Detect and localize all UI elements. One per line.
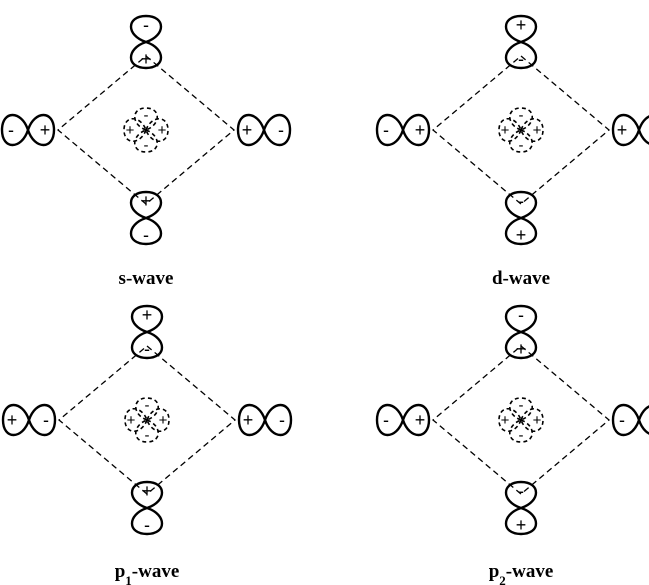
orbital-left-sign-b: +: [415, 120, 426, 140]
central-sign-left: +: [501, 122, 510, 139]
central-sign-bottom: -: [145, 427, 150, 444]
orbital-bottom-sign-b: +: [516, 225, 527, 245]
orbital-left-sign-a: -: [383, 410, 389, 430]
orbital-left-sign-b: +: [40, 120, 51, 140]
orbital-top-sign-b: -: [144, 339, 150, 359]
orbital-right-sign-a: +: [243, 410, 254, 430]
panel-d-wave: +--+-++---++: [377, 15, 649, 245]
central-sign-left: +: [126, 122, 135, 139]
orbital-left-sign-a: -: [8, 120, 14, 140]
central-sign-top: -: [144, 107, 149, 124]
orbital-bottom-sign-b: -: [143, 225, 149, 245]
central-sign-left: +: [501, 412, 510, 429]
label-p1-wave: p1-wave: [115, 561, 180, 585]
central-sign-bottom: -: [144, 137, 149, 154]
orbital-right-sign-a: -: [619, 410, 625, 430]
central-sign-right: +: [159, 412, 168, 429]
orbital-bottom-sign-b: +: [516, 515, 527, 535]
orbital-left-sign-b: -: [43, 410, 49, 430]
orbital-top-sign-a: -: [518, 305, 524, 325]
central-sign-bottom: -: [519, 137, 524, 154]
orbital-top-sign-b: -: [518, 49, 524, 69]
central-sign-bottom: -: [519, 427, 524, 444]
panel-s-wave: -++--++---++: [2, 15, 290, 245]
orbital-top-sign-b: +: [516, 339, 527, 359]
label-d-wave: d-wave: [492, 268, 550, 289]
orbital-left-sign-a: +: [7, 410, 18, 430]
central-sign-top: -: [145, 397, 150, 414]
orbital-left-sign-b: +: [415, 410, 426, 430]
label-p2-wave: p2-wave: [489, 561, 554, 585]
central-sign-right: +: [533, 122, 542, 139]
panel-p1-wave: +-+-+-+---++: [3, 305, 291, 535]
orbital-top-sign-a: +: [142, 305, 153, 325]
central-sign-right: +: [533, 412, 542, 429]
central-sign-right: +: [158, 122, 167, 139]
orbital-top-sign-a: +: [516, 15, 527, 35]
orbital-bottom-sign-a: +: [141, 191, 152, 211]
central-sign-top: -: [519, 397, 524, 414]
label-s-wave: s-wave: [119, 268, 174, 289]
orbital-bottom-sign-a: -: [518, 191, 524, 211]
orbital-right-sign-a: +: [242, 120, 253, 140]
orbital-left-sign-a: -: [383, 120, 389, 140]
orbital-top-sign-a: -: [143, 15, 149, 35]
orbital-bottom-sign-a: +: [142, 481, 153, 501]
orbital-right-sign-a: +: [617, 120, 628, 140]
orbital-bottom-sign-a: -: [518, 481, 524, 501]
orbital-top-sign-b: +: [141, 49, 152, 69]
central-sign-left: +: [127, 412, 136, 429]
panel-p2-wave: -+-+-+-+--++: [377, 305, 649, 535]
orbital-right-sign-b: -: [278, 120, 284, 140]
central-sign-top: -: [519, 107, 524, 124]
orbital-right-sign-b: -: [279, 410, 285, 430]
orbital-bottom-sign-b: -: [144, 515, 150, 535]
